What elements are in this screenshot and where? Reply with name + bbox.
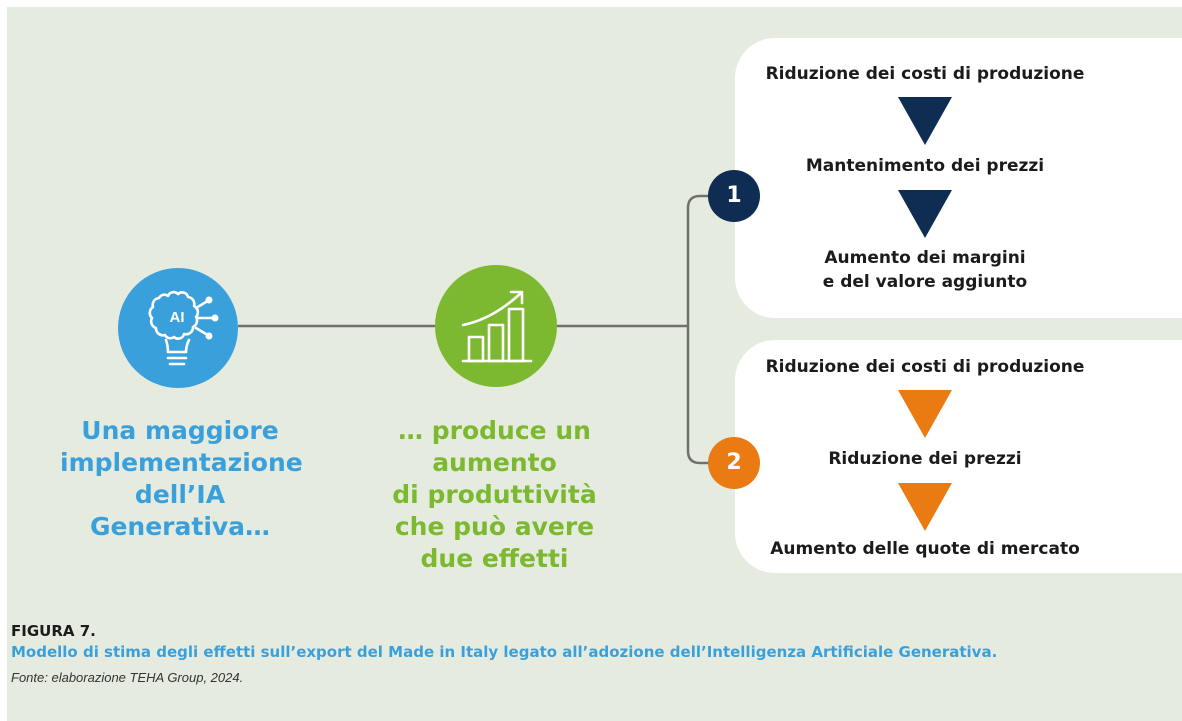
productivity-caption-line: due effetti xyxy=(420,544,569,573)
figure-source: Fonte: elaborazione TEHA Group, 2024. xyxy=(11,670,244,685)
effect-1-step-margin-increase: Aumento dei margini e del valore aggiunt… xyxy=(735,246,1115,294)
branch-bracket xyxy=(686,194,712,465)
arrow-down-icon xyxy=(898,483,952,531)
effect-1-step-line: e del valore aggiunto xyxy=(822,272,1028,292)
effect-1-step-cost-reduction: Riduzione dei costi di produzione xyxy=(765,64,1085,84)
ai-icon-label: AI xyxy=(170,309,185,326)
ai-icon-graphic: AI xyxy=(148,290,219,366)
effect-2-number-badge: 2 xyxy=(708,437,760,489)
ai-adoption-caption: Una maggiore implementazione dell’IA Gen… xyxy=(60,415,303,543)
growth-bar-chart-icon xyxy=(435,265,557,387)
effect-1-step-price-maintenance: Mantenimento dei prezzi xyxy=(805,156,1045,176)
productivity-caption: … produce un aumento di produttività che… xyxy=(332,415,657,575)
productivity-caption-line: che può avere xyxy=(394,512,595,541)
ai-caption-line: Una maggiore xyxy=(81,416,279,445)
arrow-down-icon xyxy=(898,97,952,145)
effect-2-step-price-reduction: Riduzione dei prezzi xyxy=(828,449,1022,469)
ai-brain-lightbulb-icon: AI xyxy=(118,268,238,388)
productivity-caption-line: … produce un aumento xyxy=(398,416,591,477)
figure-title: Modello di stima degli effetti sull’expo… xyxy=(11,643,998,661)
productivity-caption-line: di produttività xyxy=(392,480,597,509)
effect-2-step-cost-reduction: Riduzione dei costi di produzione xyxy=(765,357,1085,377)
effect-2-card: Riduzione dei costi di produzione Riduzi… xyxy=(735,340,1182,573)
ai-caption-line: dell’IA Generativa… xyxy=(89,480,271,541)
effect-2-step-market-share-increase: Aumento delle quote di mercato xyxy=(770,539,1080,559)
effect-1-step-line: Aumento dei margini xyxy=(824,248,1026,268)
effect-1-card: Riduzione dei costi di produzione Manten… xyxy=(735,38,1182,318)
arrow-down-icon xyxy=(898,390,952,438)
figure-label: FIGURA 7. xyxy=(11,622,96,640)
ai-caption-line: implementazione xyxy=(60,448,303,477)
growth-icon-graphic xyxy=(461,290,533,363)
arrow-down-icon xyxy=(898,190,952,238)
effect-1-number-badge: 1 xyxy=(708,170,760,222)
